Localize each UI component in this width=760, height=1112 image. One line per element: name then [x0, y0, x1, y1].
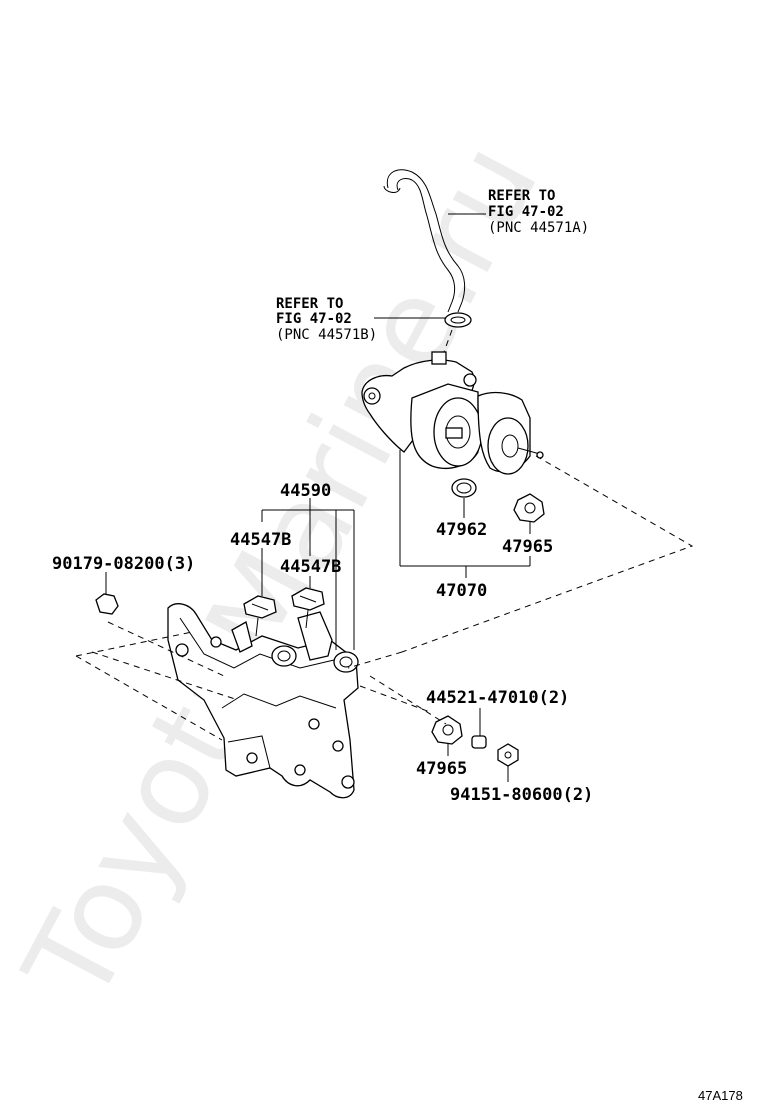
ref-a-line2: FIG 47-02	[488, 204, 564, 220]
bolt-44547b-right	[291, 587, 325, 629]
ref-a-line3: (PNC 44571A)	[488, 220, 589, 236]
ref-note-44571b: REFER TO FIG 47-02 (PNC 44571B)	[276, 296, 377, 343]
label-47965-top: 47965	[502, 537, 553, 557]
vacuum-hose	[383, 169, 466, 313]
ref-b-line3: (PNC 44571B)	[276, 327, 377, 343]
label-47962: 47962	[436, 520, 487, 540]
ref-b-line2: FIG 47-02	[276, 311, 352, 327]
label-44590: 44590	[280, 481, 331, 501]
label-44547b-right: 44547B	[280, 557, 341, 577]
ref-b-line1: REFER TO	[276, 296, 343, 312]
hose-dash	[443, 329, 453, 353]
label-94151-80600: 94151-80600(2)	[450, 785, 593, 805]
ref-a-line1: REFER TO	[488, 188, 555, 204]
collar-44521	[471, 735, 487, 749]
collar-90179	[95, 593, 119, 615]
cushion-47965-bottom	[431, 715, 463, 745]
figure-code: 47A178	[698, 1088, 743, 1103]
label-47965-bottom: 47965	[416, 759, 467, 779]
bolt-44547b-left	[243, 595, 277, 637]
nut-94151	[497, 743, 519, 767]
alignment-lines	[75, 455, 694, 741]
o-ring-47962	[451, 478, 477, 498]
cushion-47965-top	[513, 493, 545, 523]
label-44521-47010: 44521-47010(2)	[426, 688, 569, 708]
label-47070: 47070	[436, 581, 487, 601]
mounting-bracket	[167, 603, 359, 799]
label-44547b-left: 44547B	[230, 530, 291, 550]
hose-clamp	[444, 312, 472, 328]
vacuum-pump-assembly	[361, 351, 544, 475]
leader-lines	[105, 213, 531, 782]
label-90179-08200: 90179-08200(3)	[52, 554, 195, 574]
ref-note-44571a: REFER TO FIG 47-02 (PNC 44571A)	[488, 188, 589, 236]
